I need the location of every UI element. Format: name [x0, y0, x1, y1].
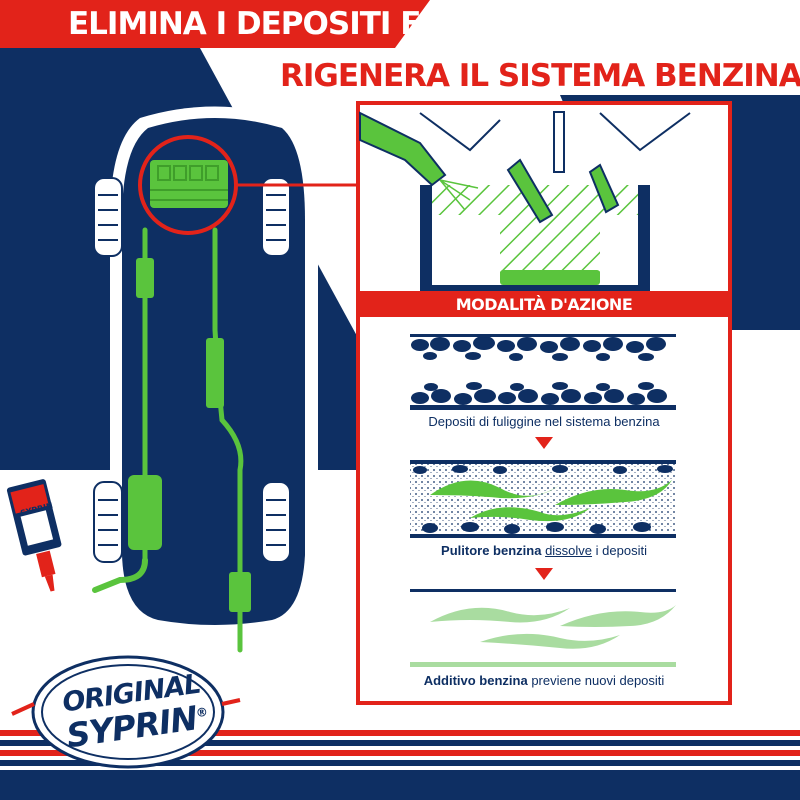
- arrow-down-2: [535, 568, 553, 580]
- wheel-rear-left: [93, 481, 123, 563]
- headline-line-2: RIGENERA IL SISTEMA BENZINA: [280, 58, 800, 94]
- brand-logo: [11, 655, 241, 769]
- mode-of-action-panel: [356, 291, 732, 705]
- catalytic-converter: [229, 572, 251, 612]
- panel-title: MODALITÀ D'AZIONE: [455, 295, 633, 314]
- valve: [506, 158, 554, 224]
- panel-title-bar: [358, 293, 730, 317]
- clean-fuel-flow: [430, 605, 676, 649]
- step3-caption: Additivo benzina previene nuovi depositi: [360, 673, 728, 688]
- top-banner: [0, 0, 430, 48]
- wheel-front-right: [261, 177, 291, 257]
- step3-caption-bold: Additivo benzina: [423, 673, 528, 688]
- combustion-chamber-panel: [356, 101, 732, 295]
- step2-caption-underline: dissolve: [545, 543, 593, 558]
- arrow-down-1: [535, 437, 553, 449]
- fuel-filter: [136, 258, 154, 298]
- step3-caption-rest: previene nuovi depositi: [527, 673, 665, 688]
- step1-caption: Depositi di fuliggine nel sistema benzin…: [428, 414, 660, 429]
- product-bottle: [4, 477, 64, 592]
- spark-plug: [553, 111, 565, 173]
- bottom-stripes: [0, 730, 800, 800]
- soot-deposits-top: [410, 334, 676, 361]
- wheel-front-left: [93, 177, 123, 257]
- piston: [500, 270, 600, 285]
- fuel-injector: [359, 111, 447, 187]
- fuel-tank: [128, 475, 162, 550]
- step2-caption-bold: Pulitore benzina: [441, 543, 542, 558]
- headline-line-1: ELIMINA I DEPOSITI E: [68, 6, 421, 42]
- wheel-rear-right: [261, 481, 291, 563]
- step2-caption-rest: i depositi: [592, 543, 647, 558]
- trademark-symbol: ®: [195, 704, 208, 721]
- soot-deposits-bottom: [410, 382, 676, 410]
- step2-caption: Pulitore benzina dissolve i depositi: [360, 543, 728, 558]
- car-illustration: [92, 106, 360, 653]
